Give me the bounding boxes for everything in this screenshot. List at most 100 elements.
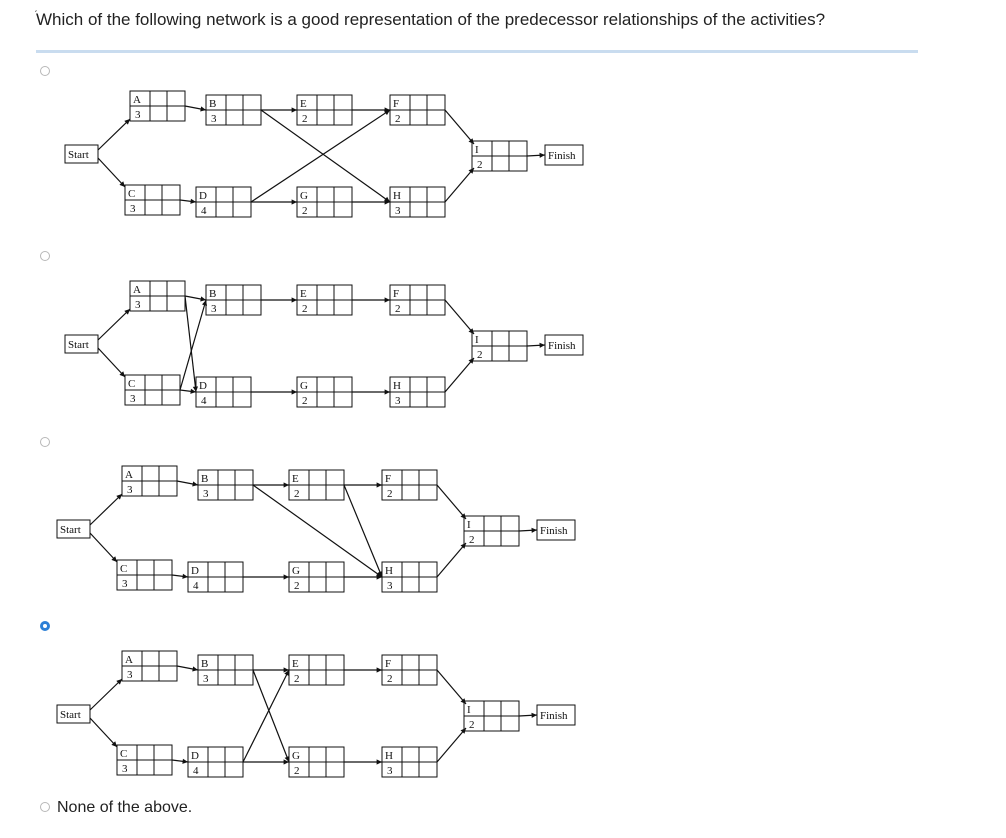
activity-id-d: D <box>191 565 199 577</box>
link-d-g-head <box>291 389 297 395</box>
activity-id-e: E <box>300 288 307 300</box>
link-i-finish-head <box>531 527 537 533</box>
activity-id-g: G <box>292 750 300 762</box>
start-box <box>56 519 91 539</box>
link-f-i-head <box>468 138 474 144</box>
link-f-i-head <box>468 328 474 334</box>
activity-duration-h: 3 <box>395 205 401 217</box>
link-e-h-head <box>377 571 383 577</box>
link-start-c <box>89 532 118 563</box>
finish-label: Finish <box>548 340 576 352</box>
link-h-i-head <box>460 728 466 734</box>
link-c-b-head <box>201 300 208 306</box>
option-5-radio[interactable] <box>40 802 50 812</box>
activity-duration-f: 2 <box>387 673 393 685</box>
link-start-a-head <box>116 679 122 685</box>
option-1-radio[interactable] <box>40 66 50 76</box>
link-c-b <box>179 299 207 391</box>
activity-duration-f: 2 <box>395 113 401 125</box>
link-start-a <box>89 493 123 526</box>
activity-id-f: F <box>385 658 391 670</box>
finish-label: Finish <box>548 150 576 162</box>
activity-duration-h: 3 <box>387 580 393 592</box>
activity-id-d: D <box>199 380 207 392</box>
link-d-g-head <box>291 199 297 205</box>
link-b-h <box>252 484 383 578</box>
link-start-c-head <box>119 371 125 377</box>
question-text: Which of the following network is a good… <box>36 10 826 29</box>
link-b-g-head <box>284 756 290 762</box>
activity-id-h: H <box>385 750 393 762</box>
link-b-h-head <box>376 571 382 577</box>
link-a-b-head <box>200 106 206 112</box>
link-a-b-head <box>200 296 206 302</box>
link-h-i <box>436 542 467 578</box>
link-start-a-head <box>116 494 122 500</box>
activity-id-h: H <box>393 190 401 202</box>
activity-duration-c: 3 <box>130 393 136 405</box>
link-start-a <box>97 308 131 341</box>
option-4-radio[interactable] <box>40 621 50 631</box>
activity-duration-a: 3 <box>127 484 133 496</box>
activity-id-a: A <box>133 94 141 106</box>
activity-duration-f: 2 <box>395 303 401 315</box>
finish-label: Finish <box>540 710 568 722</box>
activity-id-e: E <box>292 658 299 670</box>
activity-duration-c: 3 <box>130 203 136 215</box>
activity-id-h: H <box>385 565 393 577</box>
activity-id-b: B <box>201 658 208 670</box>
activity-duration-a: 3 <box>135 299 141 311</box>
start-label: Start <box>60 709 81 721</box>
activity-id-b: B <box>201 473 208 485</box>
activity-duration-e: 2 <box>294 488 300 500</box>
activity-id-f: F <box>385 473 391 485</box>
link-h-i <box>444 167 475 203</box>
activity-duration-d: 4 <box>201 395 207 407</box>
activity-id-a: A <box>125 469 133 481</box>
link-start-c-head <box>119 181 125 187</box>
activity-id-i: I <box>475 144 479 156</box>
activity-duration-h: 3 <box>395 395 401 407</box>
link-b-e-head <box>291 297 297 303</box>
link-start-c-head <box>111 556 117 562</box>
link-d-e-head <box>284 670 289 676</box>
activity-duration-g: 2 <box>302 205 308 217</box>
link-b-h <box>260 109 391 203</box>
link-start-a <box>89 678 123 711</box>
activity-id-i: I <box>467 704 471 716</box>
activity-duration-i: 2 <box>477 349 483 361</box>
activity-duration-g: 2 <box>294 765 300 777</box>
link-a-d-head <box>192 386 198 392</box>
link-start-c <box>89 717 118 748</box>
activity-id-b: B <box>209 288 216 300</box>
link-e-f-head <box>376 482 382 488</box>
link-start-c <box>97 157 126 188</box>
activity-duration-g: 2 <box>294 580 300 592</box>
activity-duration-e: 2 <box>302 113 308 125</box>
activity-id-f: F <box>393 288 399 300</box>
activity-id-d: D <box>199 190 207 202</box>
activity-duration-e: 2 <box>302 303 308 315</box>
option-2-radio[interactable] <box>40 251 50 261</box>
link-f-i-head <box>460 513 466 519</box>
option-3-radio[interactable] <box>40 437 50 447</box>
link-start-a-head <box>124 309 130 315</box>
link-h-i-head <box>460 543 466 549</box>
link-f-i <box>444 299 475 335</box>
link-h-i <box>444 357 475 393</box>
activity-duration-d: 4 <box>193 765 199 777</box>
activity-duration-i: 2 <box>477 159 483 171</box>
link-b-h-head <box>384 196 390 202</box>
activity-duration-i: 2 <box>469 534 475 546</box>
finish-label: Finish <box>540 525 568 537</box>
link-b-g <box>252 669 290 763</box>
link-a-b-head <box>192 666 198 672</box>
link-a-d <box>184 295 197 393</box>
activity-duration-f: 2 <box>387 488 393 500</box>
link-start-c-head <box>111 741 117 747</box>
link-c-d-head <box>190 198 196 204</box>
link-d-e <box>242 669 290 763</box>
activity-duration-e: 2 <box>294 673 300 685</box>
start-label: Start <box>68 149 89 161</box>
activity-duration-c: 3 <box>122 763 128 775</box>
